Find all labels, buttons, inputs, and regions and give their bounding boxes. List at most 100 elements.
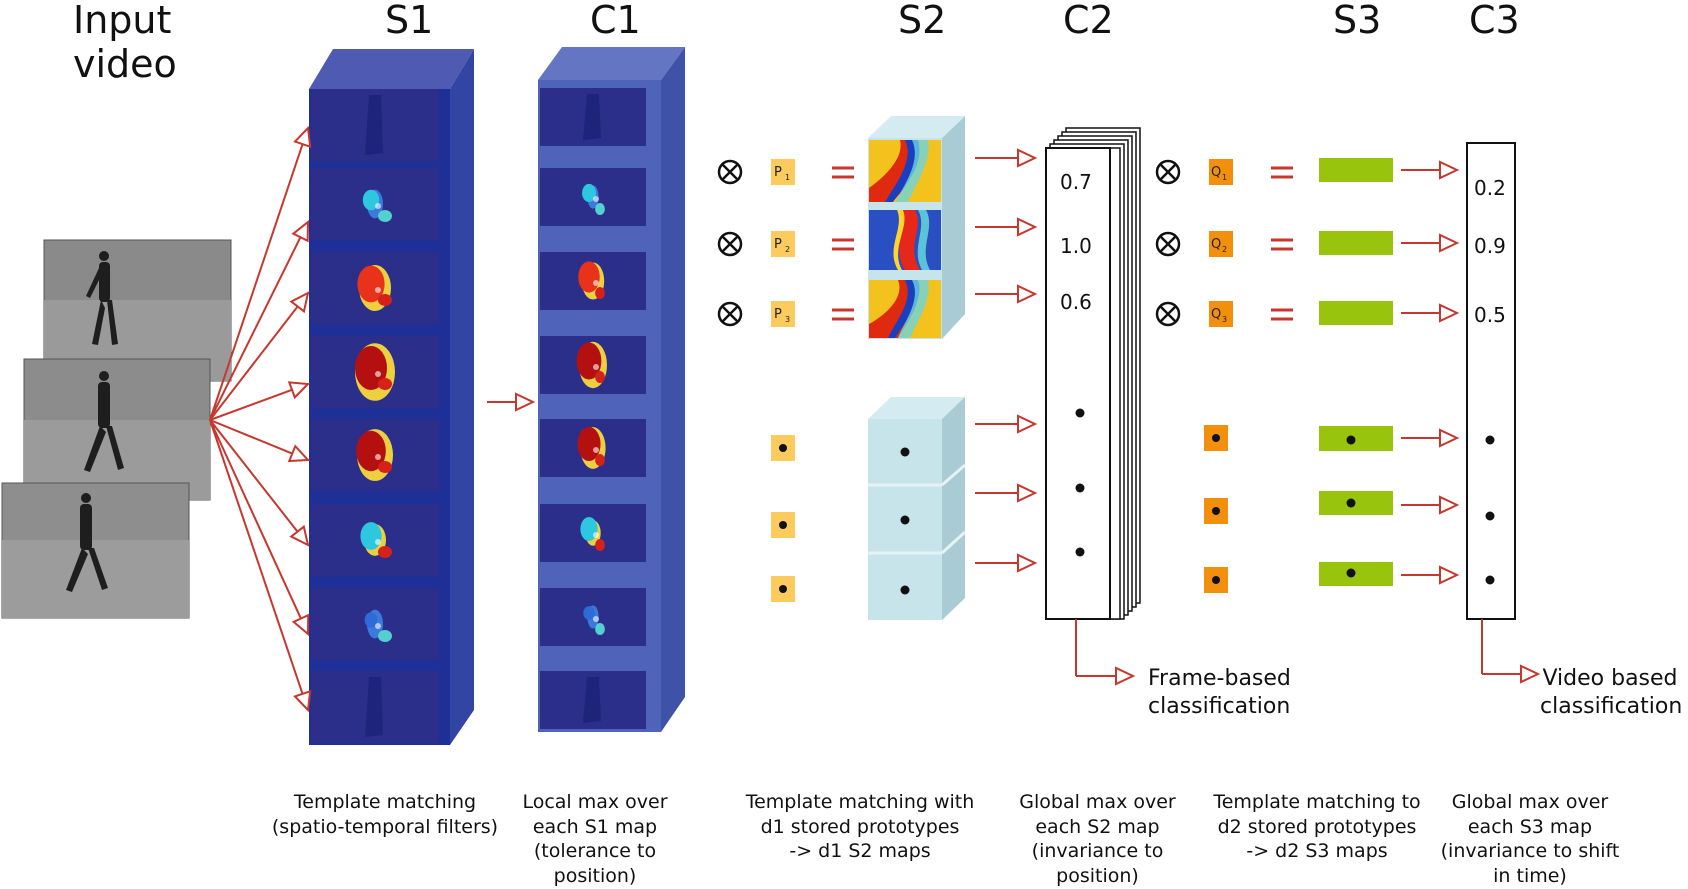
s1-feature-map: [311, 671, 439, 743]
prototype-q-subscript: 2: [1222, 245, 1227, 254]
s2-to-c2-arrow: [975, 284, 1038, 304]
input-to-s1-arrow: [209, 125, 312, 421]
caption-c1-line4: position): [553, 864, 637, 887]
s3-maps: [1319, 158, 1393, 586]
prototype-q-box: [1209, 159, 1233, 185]
caption-s2-line2: d1 stored prototypes: [760, 815, 960, 838]
c1-column: [538, 47, 685, 732]
s3-to-c3-arrows: [1401, 160, 1460, 585]
c2-ellipsis-dot: [1075, 547, 1085, 557]
c1-column-top: [538, 47, 685, 80]
s1-feature-map: [311, 252, 439, 324]
caption-c3-line4: in time): [1493, 864, 1567, 887]
prototype-q-label: Q: [1211, 307, 1221, 322]
c2-title: C2: [1063, 0, 1114, 42]
input-to-s1-arrow: [209, 419, 312, 713]
s3-to-c3-arrow: [1401, 303, 1460, 323]
caption-s2-line3: -> d1 S2 maps: [789, 840, 931, 862]
caption-c2: Global max over each S2 map (invariance …: [1005, 790, 1190, 888]
s2-map-stack-top: [868, 116, 965, 339]
c1-feature-map: [540, 336, 646, 394]
c1-feature-map: [540, 252, 646, 310]
c3-vector: [1466, 142, 1516, 620]
s2-title: S2: [898, 0, 947, 42]
prototype-q-label: Q: [1211, 165, 1221, 180]
s3-title: S3: [1333, 0, 1382, 42]
s3-bar-6: [1319, 562, 1393, 586]
prototype-p-subscript: 1: [785, 173, 790, 182]
prototype-q-box: [1209, 301, 1233, 327]
caption-c2-line3: (invariance to: [1031, 840, 1164, 862]
caption-s3: Template matching to d2 stored prototype…: [1194, 790, 1440, 864]
caption-c2-line2: each S2 map: [1035, 815, 1160, 838]
c3-ellipsis-dot: [1485, 511, 1495, 521]
s3-ellipsis-dot: [1346, 435, 1356, 445]
s2-ellipsis-dot: [900, 585, 910, 595]
caption-s3-line2: d2 stored prototypes: [1217, 815, 1417, 838]
s3-to-c3-arrow: [1401, 495, 1460, 515]
classification-arrows: [1075, 619, 1541, 686]
s1-column: [309, 49, 474, 745]
c2-value-1: 0.7: [1060, 170, 1092, 194]
input-video-title-line2: video: [73, 42, 177, 86]
input-video-frames: [1, 239, 232, 619]
video-frame-2: [23, 358, 211, 501]
caption-s1-line2: (spatio-temporal filters): [271, 815, 499, 838]
c1-feature-map: [540, 88, 646, 146]
s2-to-c2-arrow: [975, 483, 1038, 503]
c3-vector-front: [1466, 142, 1516, 620]
s1-feature-map: [311, 419, 439, 491]
caption-s3-line1: Template matching to: [1213, 791, 1421, 813]
s2-to-c2-arrow: [975, 414, 1038, 434]
prototype-q-ellipsis: [1204, 425, 1228, 451]
frame-based-classification-label: Frame-based classification: [1148, 665, 1291, 721]
s2-to-c2-arrow: [975, 148, 1038, 168]
caption-c1-line1: Local max over: [522, 791, 668, 813]
s3-to-c3-arrow: [1401, 428, 1460, 448]
s2-maps: [868, 116, 967, 620]
frame-based-classification-arrow: [1075, 619, 1136, 686]
c1-column-side: [661, 47, 685, 732]
caption-s2: Template matching with d1 stored prototy…: [728, 790, 992, 864]
s1-feature-maps: [311, 89, 439, 743]
s1-feature-map: [311, 168, 439, 240]
s3-bar-1: [1319, 158, 1393, 182]
prototype-q-box: [1209, 231, 1233, 257]
s2-ellipsis-dot: [900, 447, 910, 457]
caption-c3-line1: Global max over: [1451, 791, 1609, 813]
c1-feature-maps: [540, 88, 646, 729]
s2-response-map-3: [869, 280, 941, 338]
prototype-p-ellipsis: [771, 512, 795, 538]
caption-c3-line3: (invariance to shift: [1440, 840, 1620, 862]
s3-bar-2: [1319, 231, 1393, 255]
s3-bar-3: [1319, 301, 1393, 325]
video-based-classification-arrow: [1481, 619, 1541, 684]
caption-c1-line2: each S1 map: [532, 815, 658, 838]
prototype-p-box: [771, 301, 795, 327]
c2-vector-front: [1045, 147, 1111, 620]
s3-bar-5: [1319, 491, 1393, 515]
s3-ellipsis-dot: [1346, 568, 1356, 578]
prototype-q-ellipsis: [1204, 498, 1228, 524]
s3-to-c3-arrow: [1401, 160, 1460, 180]
video-frame-3: [1, 482, 190, 619]
s1-column-top: [309, 49, 474, 89]
prototype-p-box: [771, 231, 795, 257]
video-based-classification-label: Video based classification: [1540, 665, 1682, 721]
s1-to-c1-arrow: [487, 392, 536, 412]
input-video-title-line1: Input: [73, 0, 172, 42]
s2-to-c2-arrow: [975, 553, 1038, 573]
prototype-q-ellipsis: [1204, 567, 1228, 593]
prototype-q-label: Q: [1211, 237, 1221, 252]
video-based-classification-arrow-head: [1482, 664, 1541, 684]
caption-s3-line3: -> d2 S3 maps: [1246, 840, 1388, 862]
s1-title: S1: [385, 0, 434, 42]
frame-based-classification-arrow-head: [1076, 666, 1136, 686]
s2-response-map-1: [869, 140, 941, 202]
c1-feature-map: [540, 671, 646, 729]
input-to-s1-arrows: [209, 125, 312, 713]
c3-value-3: 0.5: [1474, 303, 1506, 327]
